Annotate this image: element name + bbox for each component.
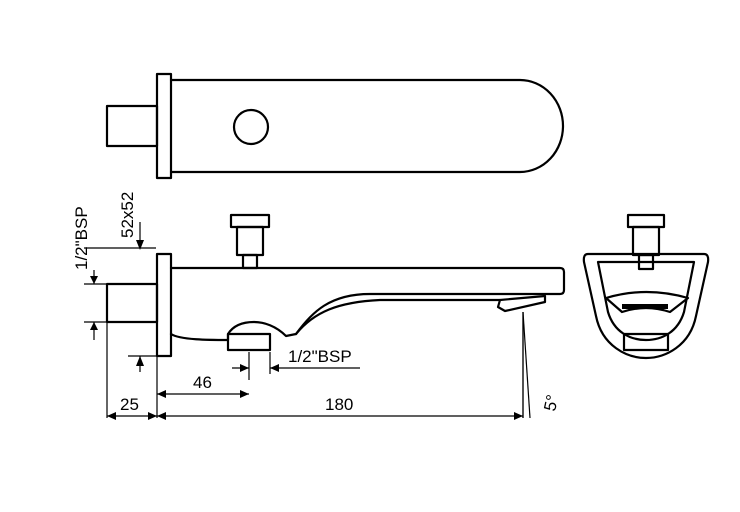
dim-label-52x52: 52x52 [118, 192, 137, 238]
top-view-diverter-hole [232, 108, 270, 146]
front-view-diverter-knob [626, 213, 666, 229]
dim-label-inlet-bsp: 1/2"BSP [72, 206, 91, 270]
top-view [105, 72, 565, 180]
side-view-spout-underside [294, 298, 502, 336]
side-view-inlet-stub [105, 282, 159, 324]
diverter-stem [235, 225, 265, 257]
front-view-outer-shell [582, 252, 710, 360]
dim-label-outlet-bsp: 1/2"BSP [288, 347, 352, 366]
dim-label-46: 46 [193, 373, 212, 392]
front-view-bottom-outlet [622, 332, 670, 352]
dim-label-angle: 5° [540, 393, 562, 413]
diverter-base [241, 253, 259, 270]
dimension-lines [84, 222, 531, 420]
front-view-diverter-stem [631, 225, 661, 257]
dim-label-180: 180 [325, 395, 353, 414]
front-view-aerator-mesh [622, 304, 668, 309]
top-view-spout-body [169, 78, 565, 174]
top-view-inlet-stub [105, 104, 159, 148]
bottom-outlet-fitting [226, 332, 272, 352]
side-view-wall-flange [155, 252, 173, 358]
dim-label-25: 25 [120, 395, 139, 414]
top-view-wall-flange [155, 72, 173, 180]
front-view-inner-shell [596, 260, 696, 342]
side-view [105, 213, 566, 358]
side-view-spout-body [169, 266, 566, 342]
side-view-aerator [496, 294, 547, 313]
diverter-knob [229, 213, 271, 229]
front-view [582, 213, 710, 360]
